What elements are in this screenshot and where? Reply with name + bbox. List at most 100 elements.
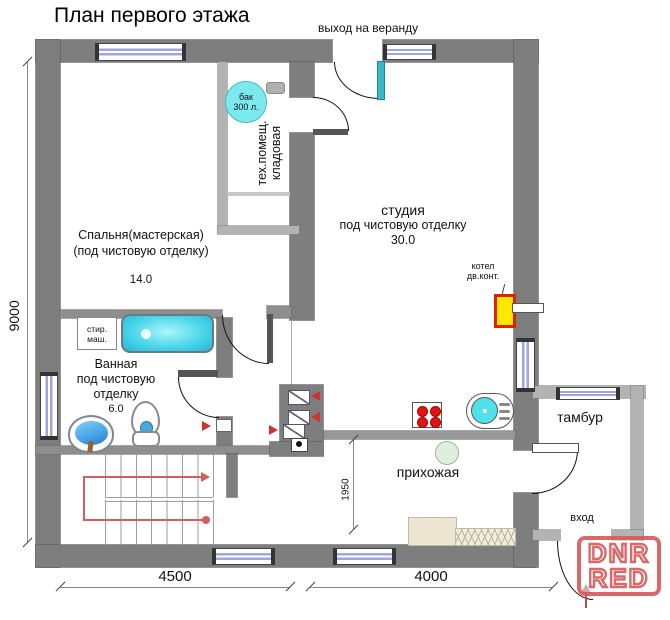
kitchen-sink-board-2 <box>499 410 510 413</box>
veranda-door-leaf <box>377 61 385 100</box>
dim-line-4500 <box>60 587 290 588</box>
bedroom-label-line2: (под чистовую отделку) <box>73 244 209 258</box>
stove-burner-1 <box>417 406 428 417</box>
veranda-door-arc <box>334 62 379 99</box>
flow-arrow-1 <box>311 391 320 401</box>
wall-central-upper <box>290 62 314 97</box>
bathroom-door-arc <box>178 377 219 418</box>
washer-label-line1: стир. <box>87 323 107 334</box>
cabinet <box>408 517 457 546</box>
stairs-path-bottom <box>83 519 205 521</box>
wall-bathroom-bottom <box>36 446 323 454</box>
flow-arrow-3 <box>269 425 278 435</box>
dim-4000: 4000 <box>414 568 448 585</box>
wall-left <box>36 40 60 567</box>
tech-door-arc <box>313 97 349 131</box>
tech-room-label-line2: кладовая <box>269 125 283 181</box>
window-bottom-stairs <box>212 548 275 565</box>
studio-label-line1: студия <box>381 202 425 218</box>
wall-stairs-stub <box>227 454 237 497</box>
water-tank: бак 300 л. <box>225 81 267 123</box>
dim-line-9000 <box>27 62 28 543</box>
boiler-label: котел дв.конт. <box>456 261 510 281</box>
tech-room-label-line1: тех.помещ. <box>255 120 269 186</box>
window-bottom-hallway <box>333 548 396 565</box>
studio-label-line2: под чистовую отделку <box>339 218 467 232</box>
vestibule-door-arc <box>532 450 578 494</box>
watermark-line1: DNR <box>587 538 651 568</box>
bedroom-label: Спальня(мастерская) (под чистовую отделк… <box>51 227 231 259</box>
bedroom-area: 14.0 <box>129 274 153 286</box>
boiler-label-line1: котел <box>471 261 495 271</box>
shelf-box <box>266 82 285 94</box>
boiler-flue <box>512 303 544 313</box>
wall-vestibule-right <box>631 386 643 540</box>
window-left <box>40 372 58 440</box>
vestibule-label: тамбур <box>557 409 603 425</box>
flow-arrow-2 <box>311 412 320 422</box>
wardrobe-hatched <box>455 528 516 546</box>
kitchen-sink-bowl <box>471 397 498 424</box>
stove-burner-4 <box>430 417 441 428</box>
stairs-path-start-dot <box>202 516 210 524</box>
watermark-logo: DNR RED <box>577 536 661 596</box>
stairs-path-up <box>83 476 203 478</box>
valve-1 <box>288 390 310 405</box>
dim-line-1950 <box>353 440 354 530</box>
wall-vestibule-bottom-right <box>612 530 643 540</box>
bathtub <box>121 314 214 353</box>
bathroom-label-line1: Ванная <box>94 357 138 371</box>
wall-box <box>216 419 232 432</box>
stairs-upper-flight <box>105 454 214 497</box>
wall-bottom <box>36 545 535 567</box>
studio-label: студия под чистовую отделку 30.0 <box>323 203 483 248</box>
wall-bedroom-door-corner <box>267 306 291 318</box>
bathroom-label-line3: отделку <box>93 387 139 401</box>
page-title: План первого этажа <box>54 4 250 27</box>
window-bedroom-top <box>95 43 186 61</box>
bedroom-door-leaf <box>267 314 273 363</box>
valve-3 <box>283 424 305 439</box>
vestibule-door-leaf <box>532 443 579 453</box>
washer-label-line2: маш. <box>87 333 107 344</box>
toilet-tank <box>132 431 160 447</box>
tech-divider-line <box>227 192 290 196</box>
green-marker <box>435 441 459 465</box>
meter-dot <box>296 441 302 447</box>
stove-burner-2 <box>430 406 441 417</box>
bathroom-label-line2: под чистовую <box>76 372 156 386</box>
dim-4500: 4500 <box>158 568 192 585</box>
stairs-path-vertical <box>83 476 85 521</box>
dim-line-4000 <box>310 587 553 588</box>
boiler-leader-line <box>501 284 506 294</box>
kitchen-sink-board-1 <box>499 403 510 406</box>
tank-label-line2: 300 л. <box>233 102 259 112</box>
hallway-label: прихожая <box>396 464 460 480</box>
washing-machine: стир. маш. <box>77 317 117 350</box>
wall-tech-left <box>218 62 227 232</box>
window-right <box>516 338 535 392</box>
veranda-exit-label: выход на веранду <box>318 21 419 35</box>
bedroom-label-line1: Спальня(мастерская) <box>78 228 204 242</box>
boiler-label-line2: дв.конт. <box>466 271 500 282</box>
studio-area: 30.0 <box>390 233 416 247</box>
kitchen-partition <box>323 431 515 439</box>
bathroom-label: Ванная под чистовую отделку 6.0 <box>60 357 172 417</box>
tank-label-line1: бак <box>239 92 253 102</box>
stairs-path-arrow <box>201 472 210 482</box>
bathroom-area: 6.0 <box>108 403 124 415</box>
corridor-edge-line <box>291 320 292 386</box>
wall-vestibule-bottom-left <box>533 530 560 540</box>
wall-tech-bottom <box>218 226 299 234</box>
flow-arrow-bathroom <box>202 421 211 431</box>
dim-1950: 1950 <box>340 478 352 501</box>
bathtub-drain <box>141 329 151 339</box>
kitchen-sink-board-3 <box>499 417 510 420</box>
tech-room-label: тех.помещ. кладовая <box>255 108 283 198</box>
window-studio-top <box>383 44 436 60</box>
entrance-arrow-line <box>585 592 587 608</box>
watermark-line2: RED <box>587 563 650 593</box>
valve-2 <box>288 410 310 425</box>
dim-9000: 9000 <box>6 300 23 332</box>
